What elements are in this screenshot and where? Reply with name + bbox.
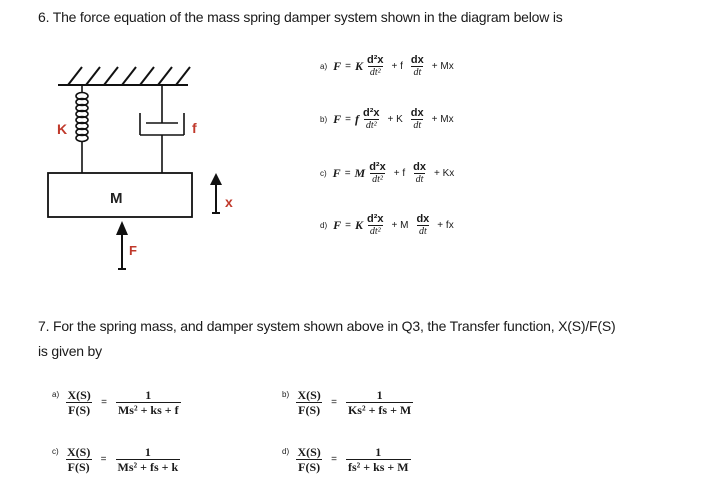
question-6-text: 6. The force equation of the mass spring… xyxy=(38,9,563,25)
mass-spring-damper-diagram: K f M x F xyxy=(47,66,233,270)
displacement-arrow xyxy=(210,173,222,214)
question-7-text-cont: is given by xyxy=(38,343,102,359)
force-label: F xyxy=(129,243,137,258)
displacement-label: x xyxy=(225,194,233,210)
damper-label: f xyxy=(192,120,197,136)
mass-label: M xyxy=(110,190,123,207)
damper xyxy=(139,85,185,173)
force-arrow xyxy=(116,221,128,270)
question-7-text: 7. For the spring mass, and damper syste… xyxy=(38,318,616,334)
mass-block xyxy=(47,172,193,218)
spring-label: K xyxy=(57,121,67,137)
spring xyxy=(75,85,89,173)
ground-hatch xyxy=(67,66,191,86)
